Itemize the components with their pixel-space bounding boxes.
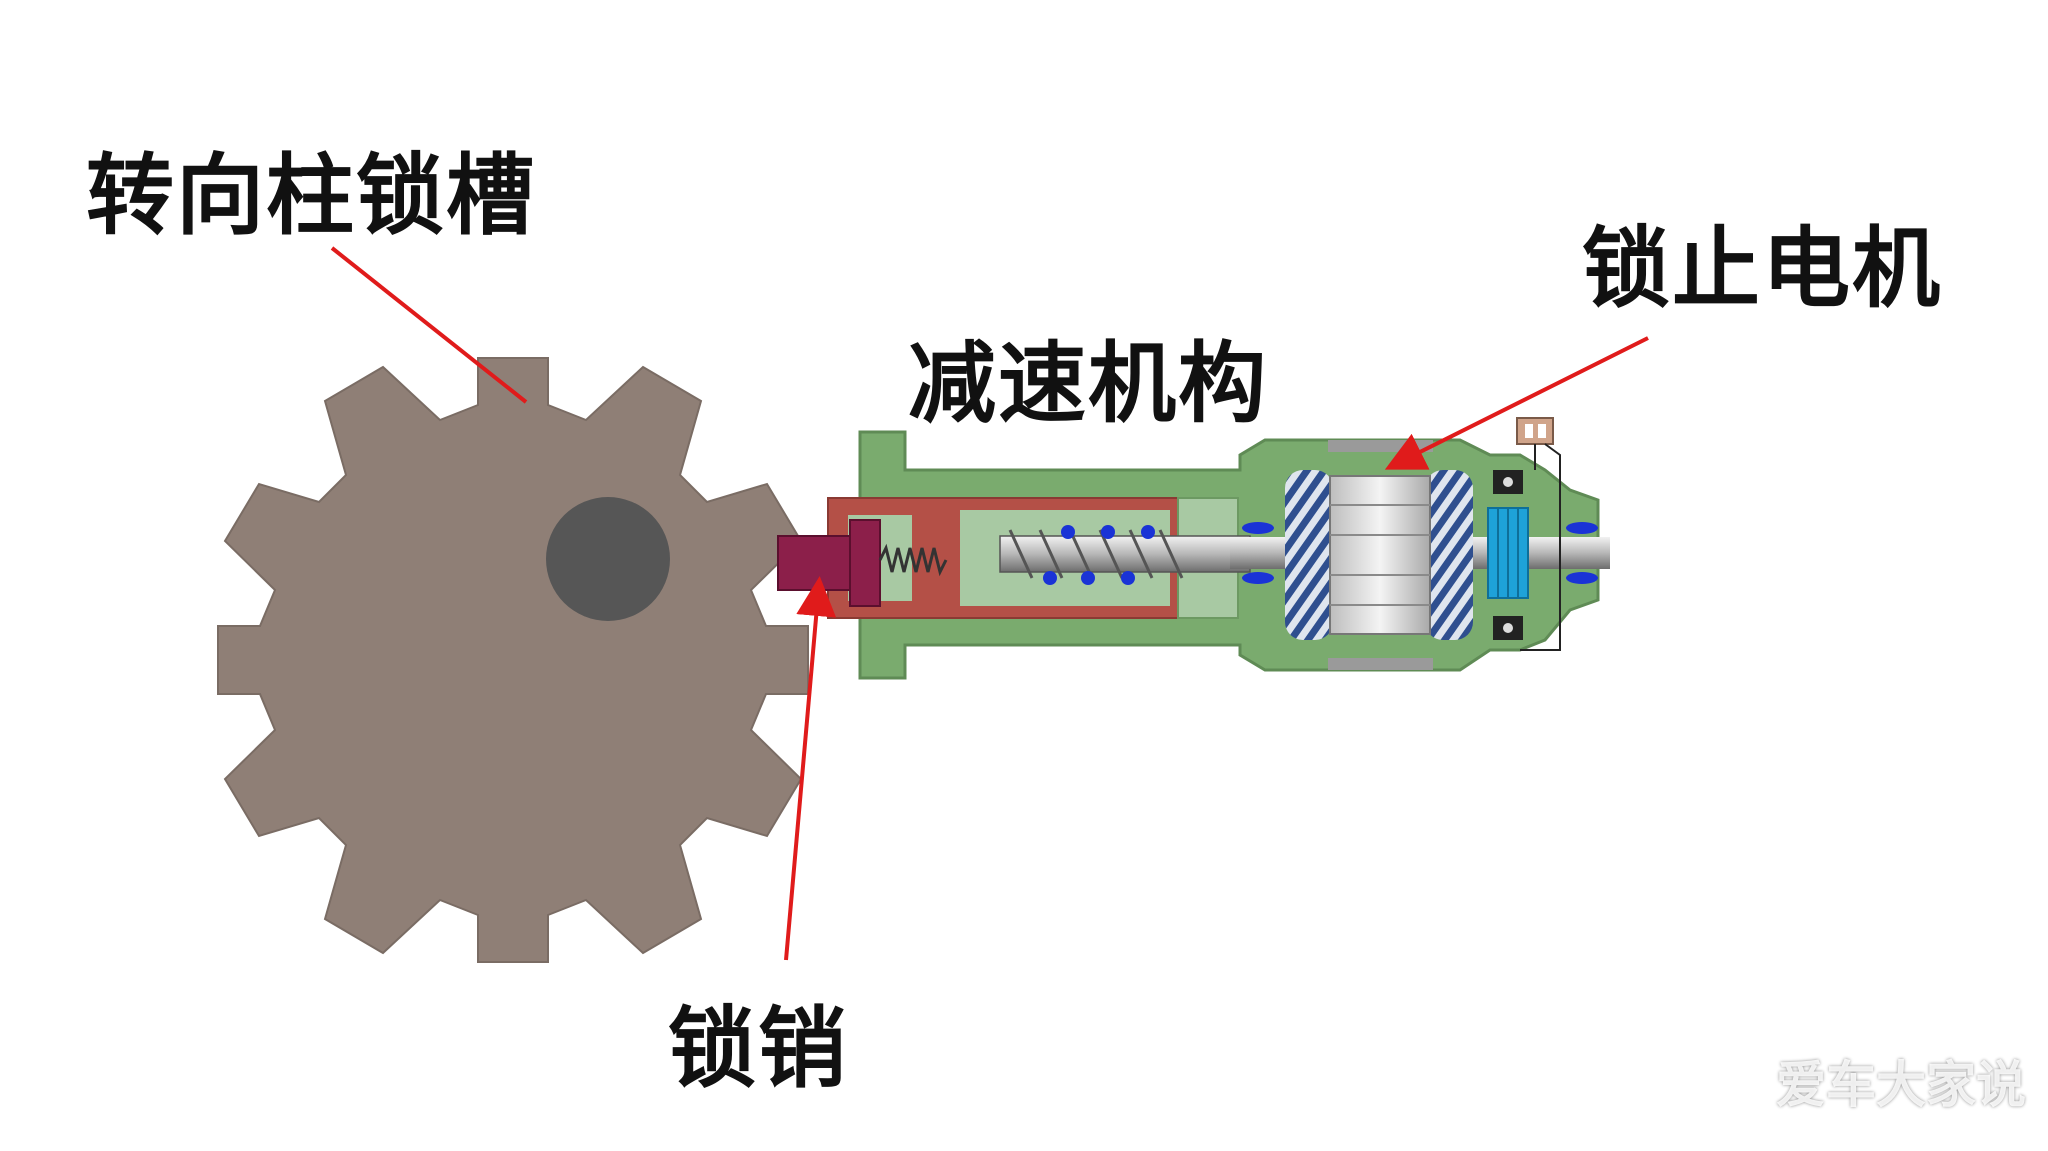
motor-top-plate bbox=[1328, 440, 1433, 452]
steering-column-gear bbox=[217, 357, 809, 963]
motor-commutator bbox=[1487, 507, 1529, 599]
ball-bearings bbox=[1043, 525, 1155, 585]
watermark: 爱车大家说 bbox=[1776, 1056, 2026, 1114]
left-bearing-bottom bbox=[1242, 572, 1274, 584]
right-bearing-bottom bbox=[1566, 572, 1598, 584]
screw-shaft bbox=[999, 535, 1251, 573]
pin-spring bbox=[878, 543, 948, 577]
motor-armature bbox=[1329, 475, 1431, 635]
label-reduction-mechanism: 减速机构 bbox=[908, 332, 1269, 435]
label-steering-column-lock-slot: 转向柱锁槽 bbox=[86, 144, 537, 247]
gear-hub bbox=[546, 497, 670, 621]
lock-pin-head bbox=[849, 519, 881, 607]
motor-winding-right bbox=[1425, 470, 1473, 640]
annotation-arrows bbox=[330, 246, 1649, 961]
gear-body bbox=[217, 357, 809, 963]
label-lock-pin: 锁销 bbox=[668, 997, 849, 1100]
worm-screw bbox=[999, 525, 1251, 585]
arrow-pin bbox=[784, 576, 837, 961]
lock-pin-body bbox=[777, 535, 851, 591]
label-lock-motor: 锁止电机 bbox=[1582, 217, 1943, 320]
motor-terminal bbox=[1516, 417, 1561, 651]
right-bearing-top bbox=[1566, 522, 1598, 534]
motor-bottom-plate bbox=[1328, 658, 1433, 670]
motor-winding-left bbox=[1285, 470, 1333, 640]
arrow-motor bbox=[1384, 336, 1649, 470]
left-bearing-top bbox=[1242, 522, 1274, 534]
lock-motor bbox=[1230, 417, 1610, 651]
arrow-slot bbox=[330, 246, 528, 404]
